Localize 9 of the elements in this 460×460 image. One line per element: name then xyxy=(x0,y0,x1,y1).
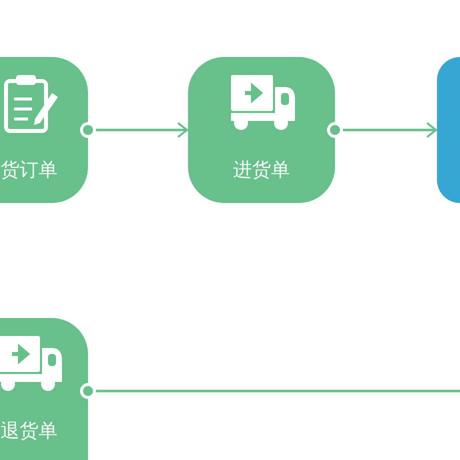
process-box xyxy=(0,318,88,460)
box-label: 进货单 xyxy=(232,158,291,183)
arrow xyxy=(80,122,188,138)
process-box xyxy=(188,57,335,203)
arrow xyxy=(327,122,437,138)
box-label: 退货单 xyxy=(0,419,58,444)
box-label: 货订单 xyxy=(0,158,58,183)
process-box xyxy=(0,57,88,203)
process-box xyxy=(437,57,460,203)
